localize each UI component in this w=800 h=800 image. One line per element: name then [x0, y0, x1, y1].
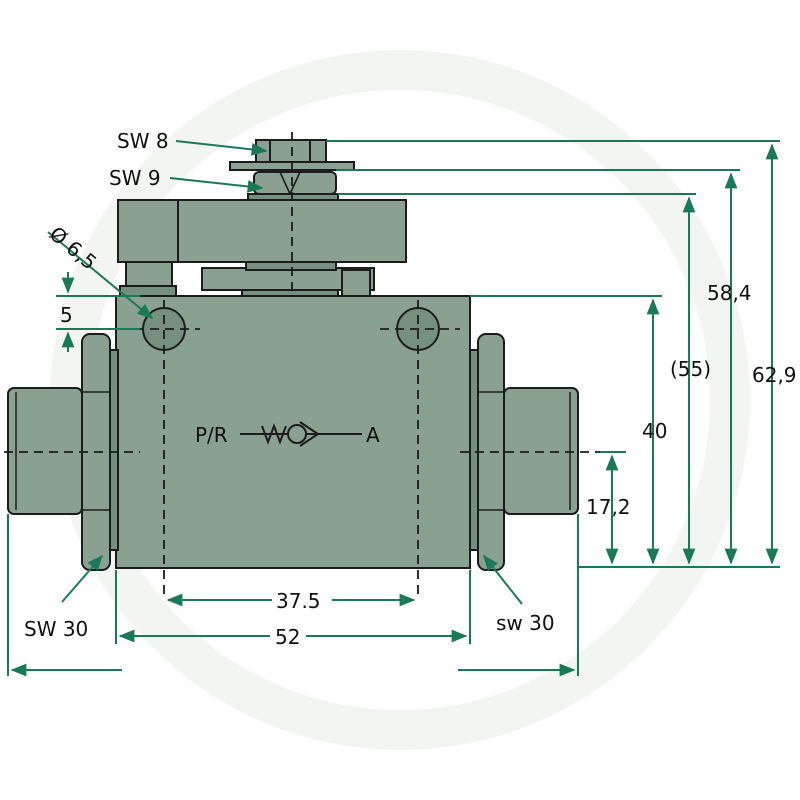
sw9-leader	[169, 177, 264, 193]
valve-body: P/R A	[115, 295, 471, 600]
left-seal-ring	[109, 349, 119, 551]
lever-post-base	[119, 285, 177, 297]
dim-40-label: 40	[642, 419, 667, 443]
dim-62-9-label: 62,9	[752, 363, 797, 387]
top-adjuster-assembly	[117, 132, 407, 308]
dim-17-2-label: 17,2	[586, 495, 631, 519]
sw30-right-leader	[483, 554, 523, 605]
sw30-left-label: SW 30	[24, 617, 88, 641]
right-port-fitting	[469, 333, 579, 571]
sw8-label: SW 8	[117, 129, 169, 153]
hole-diameter-leader	[47, 231, 154, 320]
dim-5-label: 5	[60, 303, 73, 327]
right-seal-ring	[469, 349, 479, 551]
sw9-label: SW 9	[109, 166, 161, 190]
sw8-leader	[175, 140, 268, 156]
lever-end-block	[117, 199, 179, 263]
cam-spacer	[245, 261, 337, 271]
check-valve-symbol	[240, 421, 362, 447]
mounting-hole-left	[142, 307, 186, 351]
stop-pin	[341, 269, 371, 297]
port-pr-label: P/R	[195, 423, 228, 447]
sw8-nut	[255, 139, 327, 163]
sw30-right-label: sw 30	[496, 611, 555, 635]
right-thread-stub	[503, 387, 579, 515]
port-a-label: A	[366, 423, 380, 447]
dimension-lines	[7, 140, 780, 677]
dim-52-label: 52	[275, 625, 300, 649]
dim-58-4-label: 58,4	[707, 281, 752, 305]
sw30-left-leader	[61, 554, 104, 603]
dim-37-5-label: 37.5	[276, 589, 321, 613]
dim-55-label: (55)	[670, 357, 711, 381]
lever-post	[125, 261, 173, 287]
left-thread-stub	[7, 387, 83, 515]
